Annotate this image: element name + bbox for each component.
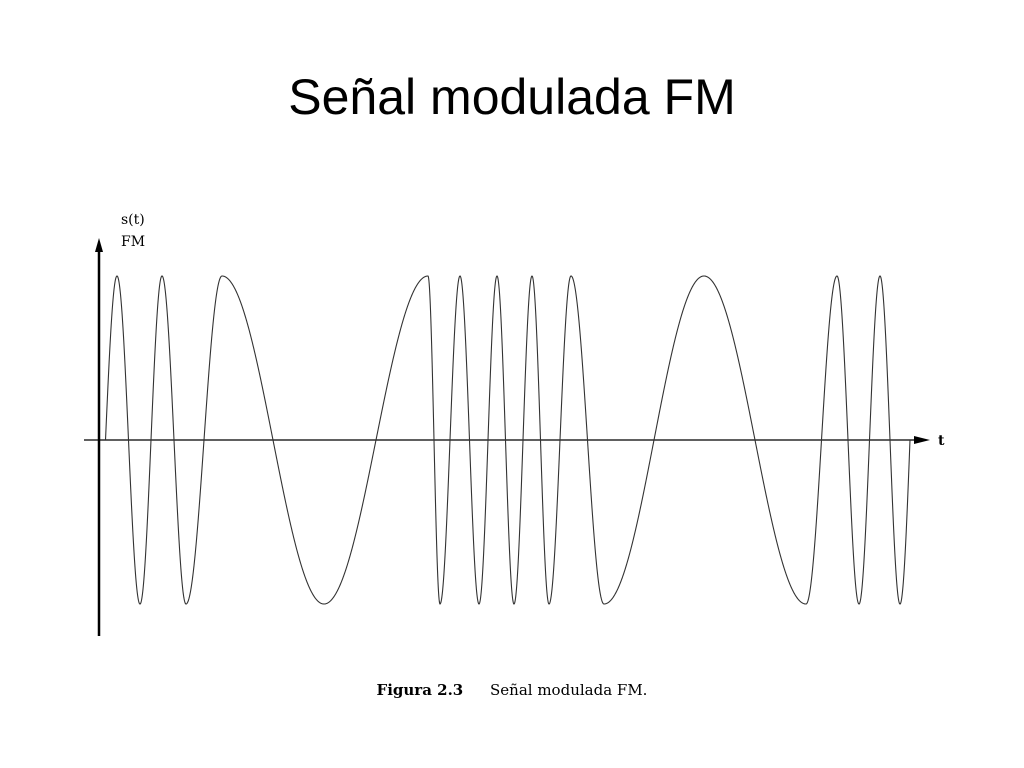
slide-title: Señal modulada FM	[288, 69, 736, 125]
figure-caption-label: Figura 2.3	[376, 681, 464, 699]
x-axis-arrowhead	[914, 436, 930, 444]
figure-caption-text: Señal modulada FM.	[490, 681, 648, 699]
x-axis-label: t	[938, 433, 945, 449]
y-axis-arrowhead	[95, 238, 103, 252]
figure-caption: Figura 2.3 Señal modulada FM.	[0, 680, 1024, 700]
fm-signal-series-line	[104, 275, 911, 605]
y-axis-label-line1: s(t)	[121, 212, 145, 228]
y-axis-label-line2: FM	[121, 234, 145, 250]
